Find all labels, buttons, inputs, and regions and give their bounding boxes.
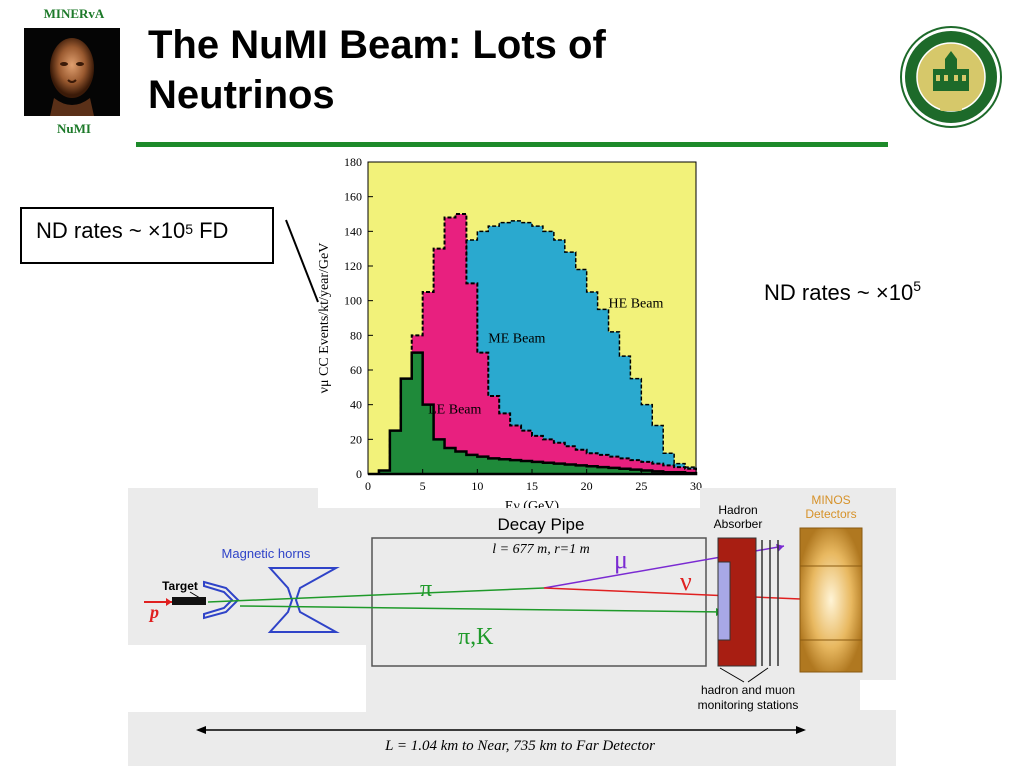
pion-track xyxy=(207,587,545,603)
title-line-1: The NuMI Beam: Lots of xyxy=(148,23,606,67)
x-tick-label: 15 xyxy=(526,479,538,493)
minos-label: MINOS xyxy=(811,493,850,507)
minos-detector-block xyxy=(799,527,863,673)
neutrino-track xyxy=(543,587,849,602)
diagram-panel xyxy=(128,488,896,766)
nd-rates-callout-box: ND rates ~ ×105 FD xyxy=(20,207,274,264)
he-beam-label: HE Beam xyxy=(609,297,664,312)
hadron-label: Hadron xyxy=(718,503,757,517)
muon-label: μ xyxy=(614,545,628,574)
side-note-exponent: 5 xyxy=(913,278,921,294)
proton-label: p xyxy=(148,602,159,622)
stations-pointer-2 xyxy=(747,667,769,683)
distance-label: L = 1.04 km to Near, 735 km to Far Detec… xyxy=(384,738,655,754)
x-tick-label: 0 xyxy=(365,479,371,493)
title-divider xyxy=(136,142,888,147)
slide-title: The NuMI Beam: Lots of Neutrinos xyxy=(148,20,748,120)
callout-text: ND rates ~ ×10 xyxy=(36,218,186,243)
me-beam-histogram xyxy=(368,213,697,475)
magnetic-horns-label: Magnetic horns xyxy=(222,546,311,561)
numi-label: NuMI xyxy=(57,121,91,136)
y-axis-label: νμ CC Events/kt/year/GeV xyxy=(317,243,332,394)
nd-rates-side-note: ND rates ~ ×105 xyxy=(764,278,921,306)
horn-1 xyxy=(203,580,240,620)
x-tick-label: 20 xyxy=(581,479,593,493)
x-tick-label: 30 xyxy=(690,479,702,493)
pion-label: π xyxy=(420,576,432,602)
y-tick-label: 180 xyxy=(344,155,362,169)
pion-kaon-label: π,K xyxy=(458,624,494,650)
minerva-label: MINERvA xyxy=(43,6,105,21)
y-tick-label: 100 xyxy=(344,294,362,308)
neutrino-spectrum-chart: 0 5 10 15 20 25 30 0 20 40 60 80 100 120 140 160 180 HE … xyxy=(317,155,702,512)
target-label: Target xyxy=(162,579,198,593)
y-tick-label: 20 xyxy=(350,432,362,446)
detectors-label: Detectors xyxy=(805,507,856,521)
series-layer xyxy=(368,213,698,476)
me-beam-label: ME Beam xyxy=(488,331,545,346)
absorber-core xyxy=(717,561,731,641)
decay-pipe-label: Decay Pipe xyxy=(498,515,585,534)
le-beam-label: LE Beam xyxy=(428,402,481,417)
y-tick-label: 40 xyxy=(350,398,362,412)
y-tick-label: 140 xyxy=(344,224,362,238)
neutrino-label: ν xyxy=(680,567,692,596)
callout-exponent: 5 xyxy=(185,221,193,237)
pipe-dimensions-label: l = 677 m, r=1 m xyxy=(492,542,589,557)
title-line-2: Neutrinos xyxy=(148,73,335,117)
y-tick-label: 120 xyxy=(344,259,362,273)
stations-label-line2: monitoring stations xyxy=(698,698,799,712)
target-block xyxy=(172,597,206,605)
ticks-layer: 0 5 10 15 20 25 30 0 20 40 60 80 100 120 140 160 180 xyxy=(344,155,702,493)
y-tick-label: 60 xyxy=(350,363,362,377)
college-seal-logo xyxy=(900,26,1002,128)
pion-kaon-track xyxy=(239,605,725,613)
x-tick-label: 10 xyxy=(471,479,483,493)
side-note-text: ND rates ~ ×10 xyxy=(764,280,914,305)
numi-logo-image xyxy=(24,28,120,116)
absorber-label: Absorber xyxy=(714,517,763,531)
y-tick-label: 0 xyxy=(356,467,362,481)
stations-pointer-1 xyxy=(719,667,745,683)
stations-label-line1: hadron and muon xyxy=(701,683,795,697)
horn-2 xyxy=(267,567,340,633)
y-tick-label: 160 xyxy=(344,190,362,204)
y-tick-label: 80 xyxy=(350,328,362,342)
callout-suffix: FD xyxy=(192,218,229,243)
decay-pipe-outline xyxy=(371,537,707,667)
x-tick-label: 25 xyxy=(635,479,647,493)
x-tick-label: 5 xyxy=(420,479,426,493)
